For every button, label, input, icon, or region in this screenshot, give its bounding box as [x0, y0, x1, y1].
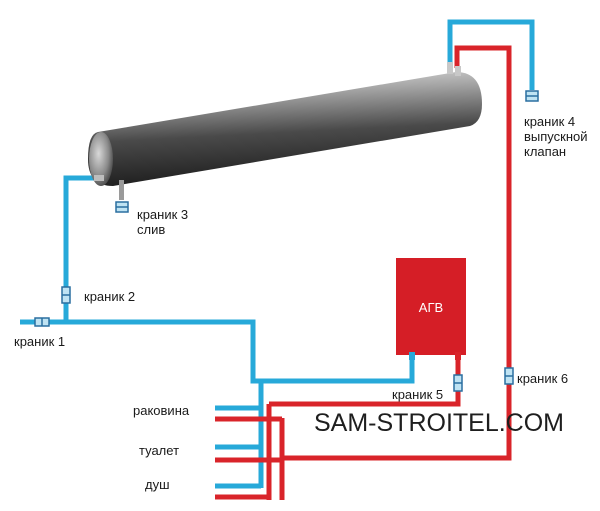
- cold-main-inlet: [20, 319, 415, 384]
- shower-label: душ: [145, 477, 170, 492]
- valve-1-label: краник 1: [14, 334, 66, 349]
- valve-6-label: краник 6: [517, 371, 569, 386]
- sink-label: раковина: [133, 403, 190, 418]
- cold-tank-inlet-pipe: [63, 175, 96, 322]
- hot-main-line: [282, 45, 512, 461]
- valve-1[interactable]: [34, 317, 50, 327]
- valve-4-label: краник 4 выпускной клапан: [524, 114, 588, 159]
- boiler-label: АГВ: [418, 300, 444, 315]
- boiler-unit: [396, 258, 466, 355]
- cold-water-pipes: [20, 19, 535, 489]
- site-watermark: SAM-STROITEL.COM: [314, 409, 565, 437]
- tank-inlet-stub: [94, 175, 104, 181]
- relief-pipe: [447, 19, 535, 90]
- valve-6[interactable]: [504, 367, 514, 385]
- valve-5-label: краник 5: [392, 387, 444, 402]
- boiler-stub-left: [409, 352, 415, 360]
- tank-end-cap: [89, 132, 113, 186]
- hot-water-pipes: [215, 45, 512, 500]
- tank-body: [88, 72, 482, 186]
- hot-boiler-outlet: [269, 358, 461, 407]
- toilet-label: туалет: [139, 443, 180, 458]
- valve-3[interactable]: [115, 201, 129, 213]
- boiler-stub-right: [455, 352, 461, 360]
- valve-4[interactable]: [525, 90, 539, 102]
- tank-top-stub-hot: [455, 66, 461, 76]
- tank-top-stub-cold: [447, 62, 453, 74]
- tank-drain-stub: [119, 180, 124, 200]
- valve-2-label: краник 2: [84, 289, 136, 304]
- valve-5[interactable]: [453, 374, 463, 392]
- valve-3-label: краник 3 слив: [137, 207, 189, 237]
- storage-tank: [88, 62, 482, 200]
- valve-2[interactable]: [61, 286, 71, 304]
